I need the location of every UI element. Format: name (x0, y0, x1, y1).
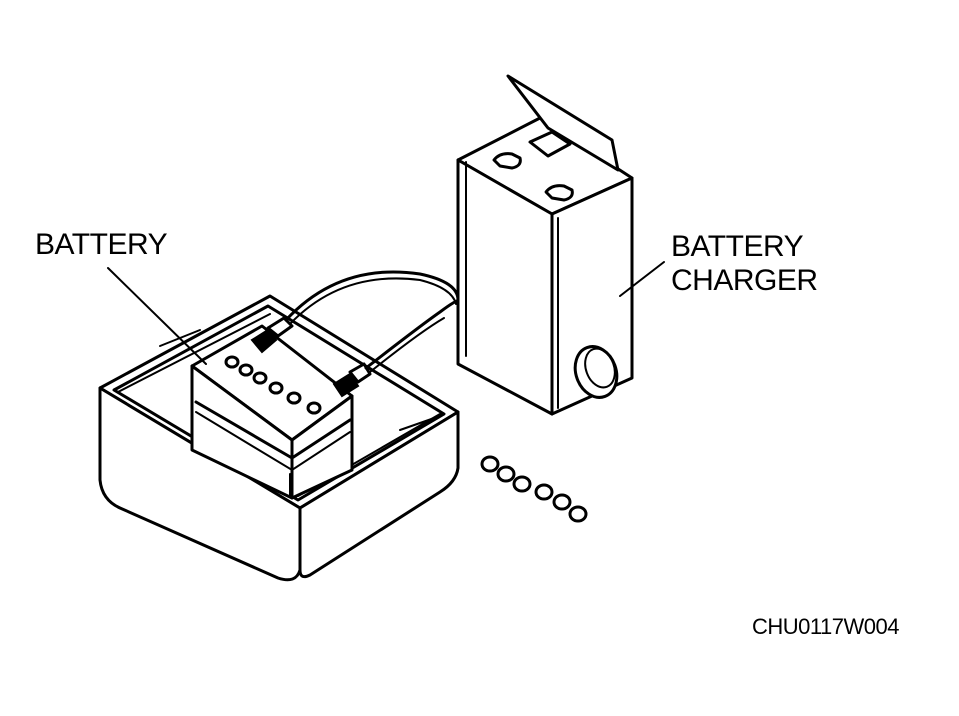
battery-leader-line (107, 267, 207, 365)
battery-cell-caps (224, 355, 322, 415)
battery-charger (456, 74, 634, 416)
charger-leader-line (619, 261, 665, 297)
battery-label: BATTERY (35, 228, 168, 261)
battery (190, 316, 372, 500)
battery-charger-label-line2: CHARGER (671, 264, 818, 297)
figure-code: CHU0117W004 (752, 614, 899, 639)
charger-cables (284, 270, 462, 373)
battery-charger-label: BATTERY CHARGER (671, 230, 818, 298)
charger-clamp-positive (250, 316, 294, 354)
battery-charger-label-line1: BATTERY (671, 230, 804, 263)
loose-cell-caps (480, 455, 588, 523)
